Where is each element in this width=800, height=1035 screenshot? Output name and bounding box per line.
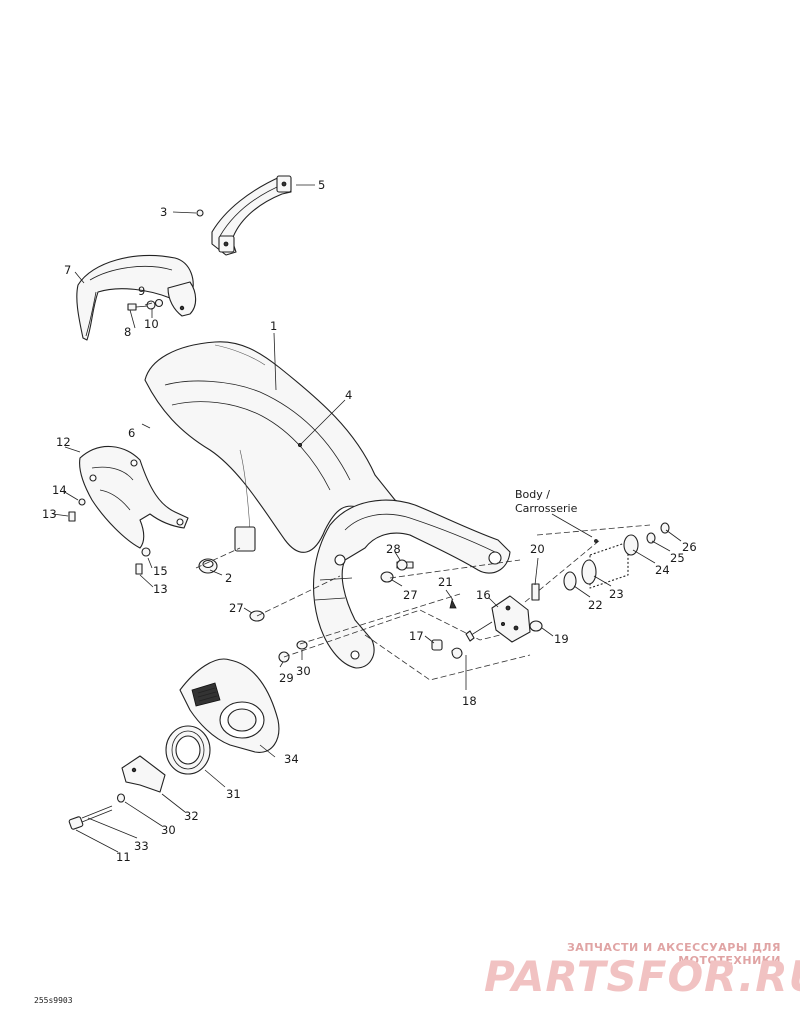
label-part-13b: 13 bbox=[153, 582, 168, 596]
body-label-line2: Carrosserie bbox=[515, 502, 578, 515]
part-labels: 3 5 7 9 10 8 1 4 6 12 14 13 15 13 2 27 2… bbox=[42, 178, 697, 864]
seat-frame-bracket bbox=[312, 499, 511, 669]
label-part-4: 4 bbox=[345, 388, 352, 402]
bolt-parts-11-30-33 bbox=[68, 793, 126, 830]
label-part-7: 7 bbox=[64, 263, 71, 277]
label-part-2: 2 bbox=[225, 571, 232, 585]
label-part-21: 21 bbox=[438, 575, 453, 589]
label-part-8: 8 bbox=[124, 325, 131, 339]
label-part-3: 3 bbox=[160, 205, 167, 219]
label-part-5: 5 bbox=[318, 178, 325, 192]
label-part-16: 16 bbox=[476, 588, 491, 602]
body-label-line1: Body / bbox=[515, 488, 550, 501]
label-part-26: 26 bbox=[682, 540, 697, 554]
body-note: Body / Carrosserie bbox=[515, 488, 578, 515]
label-part-15: 15 bbox=[153, 564, 168, 578]
label-part-12: 12 bbox=[56, 435, 71, 449]
striker-plate-parts-22-26 bbox=[563, 522, 670, 591]
ring-part-31 bbox=[165, 725, 211, 775]
diagram-code: 255s9903 bbox=[34, 996, 73, 1005]
label-part-14: 14 bbox=[52, 483, 67, 497]
label-part-11: 11 bbox=[116, 850, 131, 864]
label-part-1: 1 bbox=[270, 319, 277, 333]
label-part-20: 20 bbox=[530, 542, 545, 556]
label-part-19: 19 bbox=[554, 632, 569, 646]
hardware-parts-27-28-29-30 bbox=[249, 559, 414, 663]
label-part-10: 10 bbox=[144, 317, 159, 331]
washer-part-3 bbox=[196, 209, 204, 217]
label-part-34: 34 bbox=[284, 752, 299, 766]
label-part-24: 24 bbox=[655, 563, 670, 577]
label-part-9: 9 bbox=[138, 284, 145, 298]
label-part-25: 25 bbox=[670, 551, 685, 565]
label-part-17: 17 bbox=[409, 629, 424, 643]
label-part-23: 23 bbox=[609, 587, 624, 601]
latch-part-16 bbox=[491, 595, 531, 643]
label-part-31: 31 bbox=[226, 787, 241, 801]
screws-parts-17-18-19-20-21 bbox=[431, 583, 543, 659]
bracket-part-32 bbox=[121, 755, 166, 793]
label-part-27b: 27 bbox=[403, 588, 418, 602]
label-part-30a: 30 bbox=[296, 664, 311, 678]
label-part-6: 6 bbox=[128, 426, 135, 440]
side-cover-part-7 bbox=[76, 255, 197, 341]
damper-part-2 bbox=[198, 558, 218, 574]
label-part-27a: 27 bbox=[229, 601, 244, 615]
grab-handle-part-5 bbox=[211, 175, 292, 256]
label-part-32: 32 bbox=[184, 809, 199, 823]
label-part-22: 22 bbox=[588, 598, 603, 612]
label-part-30b: 30 bbox=[161, 823, 176, 837]
screw-part-6 bbox=[141, 423, 151, 429]
label-part-13a: 13 bbox=[42, 507, 57, 521]
label-part-29: 29 bbox=[279, 671, 294, 685]
bracket-part-12 bbox=[79, 445, 189, 549]
label-part-33: 33 bbox=[134, 839, 149, 853]
bolt-washer-parts-8-9-10 bbox=[127, 298, 164, 311]
watermark-logo: PARTSFOR.RU bbox=[484, 952, 800, 1001]
leader-lines bbox=[52, 184, 682, 853]
assembly-guide-lines bbox=[195, 524, 651, 681]
cover-part-34 bbox=[179, 658, 280, 753]
label-part-18: 18 bbox=[462, 694, 477, 708]
label-part-28: 28 bbox=[386, 542, 401, 556]
screws-parts-13-14-15 bbox=[68, 498, 151, 575]
watermark-tagline: ЗАПЧАСТИ И АКСЕССУАРЫ ДЛЯ МОТОТЕХНИКИ bbox=[566, 941, 781, 967]
